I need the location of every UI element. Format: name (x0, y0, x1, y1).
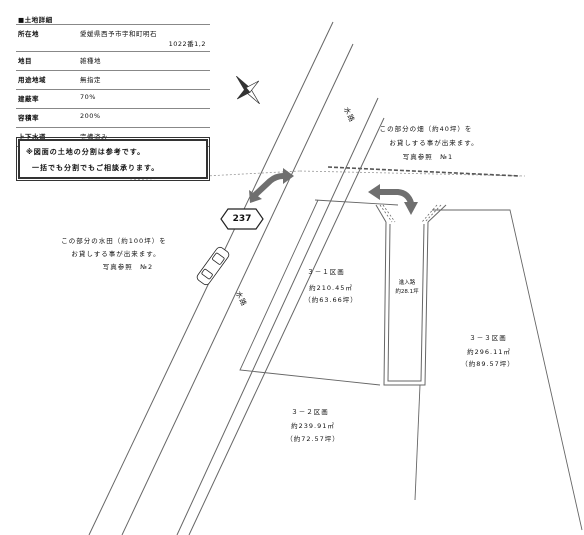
table-heading: ■土地詳細 (18, 16, 53, 24)
lot-boundaries (239, 199, 583, 531)
lot-3-1-tsubo: （約63.66坪） (304, 296, 358, 304)
value-water-sewer: 完備済み (80, 133, 108, 141)
lot-3-2-name: ３－２区画 (291, 408, 329, 416)
lot-3-2-tsubo: （約72.57坪） (286, 435, 340, 443)
field-callout-line-3: 写真参照 №1 (402, 153, 454, 161)
value-floor-area-ratio: 200% (80, 112, 101, 120)
arrow-head-icon (283, 168, 294, 184)
access-road-label: 進入路 (398, 280, 416, 286)
table-row: 用途地域 無指定 (16, 71, 210, 90)
lot-3-2-area: 約239.91㎡ (291, 422, 335, 430)
arrow-tail-icon (249, 190, 262, 203)
field-callout-line-2: お貸しする事が出来ます。 (389, 139, 479, 147)
value-location: 愛媛県西予市宇和町明石 (80, 30, 157, 38)
label-zoning: 用途地域 (18, 76, 46, 84)
waterway (176, 97, 385, 535)
paddy-callout-line-2: お貸しする事が出来ます。 (71, 250, 161, 258)
compass-rose-icon (236, 75, 260, 105)
route-shield-icon (220, 208, 264, 230)
car-icon (196, 246, 230, 286)
table-row: 地目 雑種地 (16, 52, 210, 71)
access-road-entry-dashes (379, 204, 442, 223)
label-location: 所在地 (18, 30, 39, 38)
table-heading-row: ■土地詳細 (16, 13, 210, 25)
field-callout-line-1: この部分の畑（約40坪）を (379, 125, 473, 133)
field-edge (327, 166, 521, 177)
paddy-callout-line-3: 写真参照 №2 (102, 263, 154, 271)
label-floor-area-ratio: 容積率 (18, 114, 39, 122)
arrow-icon (375, 189, 414, 206)
table-row: 建蔽率 70% (16, 90, 210, 109)
arrow-head-icon (404, 202, 418, 215)
notice-box: ※図面の土地の分割は参考です。 一括でも分割でもご相談承ります。 (16, 137, 210, 181)
notice-line-2: 一括でも分割でもご相談承ります。 (32, 164, 160, 172)
arrow-head-icon (368, 184, 380, 200)
value-lot-number: 1022番1,2 (168, 40, 206, 48)
lot-3-3-name: ３－３区画 (469, 334, 507, 342)
dotted-boundary-right (299, 170, 526, 177)
lot-3-3-area: 約296.11㎡ (467, 348, 511, 356)
table-row: 容積率 200% (16, 109, 210, 128)
arrow-icon (252, 173, 286, 198)
label-land-category: 地目 (18, 57, 32, 65)
route-number: 237 (232, 214, 252, 224)
table-row: 所在地 愛媛県西予市宇和町明石 1022番1,2 (16, 25, 210, 52)
value-land-category: 雑種地 (80, 57, 101, 65)
value-coverage-ratio: 70% (80, 93, 96, 101)
paddy-callout-line-1: この部分の水田（約100坪）を (61, 237, 167, 245)
value-zoning: 無指定 (80, 76, 101, 84)
access-road-area: 約28.1坪 (395, 289, 419, 295)
lot-3-3-tsubo: （約89.57坪） (461, 360, 515, 368)
lot-3-1-name: ３－１区画 (307, 268, 345, 276)
lot-3-1-area: 約210.45㎡ (309, 284, 353, 292)
notice-line-1: ※図面の土地の分割は参考です。 (26, 148, 146, 156)
label-water-sewer: 上下水道 (18, 133, 46, 141)
access-road (375, 204, 447, 386)
land-detail-table: ■土地詳細 所在地 愛媛県西予市宇和町明石 1022番1,2 地目 雑種地 用途… (16, 13, 210, 147)
label-coverage-ratio: 建蔽率 (18, 95, 39, 103)
